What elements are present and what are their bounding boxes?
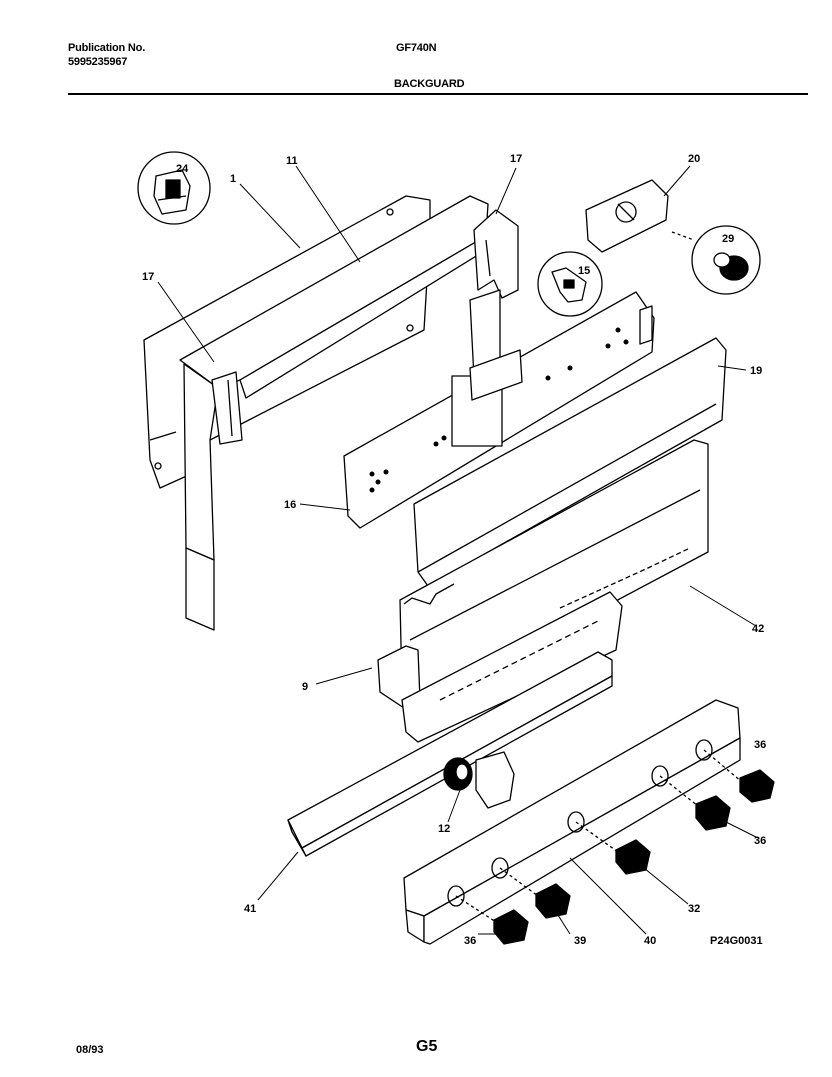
callout-36-bottom: 36: [464, 935, 476, 947]
burner-knobs: [493, 769, 775, 945]
part-9-bracket-plate: [377, 591, 623, 743]
part-15-clip: [537, 251, 603, 317]
callout-15: 15: [578, 265, 590, 277]
callout-19: 19: [750, 365, 762, 377]
callout-12: 12: [438, 823, 450, 835]
callout-17-left: 17: [142, 271, 154, 283]
callout-36-mid: 36: [754, 835, 766, 847]
section-title: BACKGUARD: [394, 78, 465, 90]
callout-11: 11: [286, 155, 298, 167]
publication-number: 5995235967: [68, 56, 128, 68]
callout-29: 29: [722, 233, 734, 245]
part-12-valve: [443, 751, 515, 809]
callout-39: 39: [574, 935, 586, 947]
part-16-control-panel: [343, 291, 655, 529]
callout-17-right: 17: [510, 153, 522, 165]
callout-41: 41: [244, 903, 256, 915]
callout-36-top: 36: [754, 739, 766, 751]
publication-label: Publication No.: [68, 42, 146, 54]
part-17-side-bracket: [469, 209, 519, 379]
callout-24: 24: [176, 163, 189, 175]
callout-42: 42: [752, 623, 764, 635]
callout-20: 20: [688, 153, 700, 165]
part-20-timer: [585, 179, 669, 253]
part-40-knob-panel: [403, 699, 741, 945]
callout-9: 9: [302, 681, 308, 693]
part-19-glass: [413, 337, 727, 587]
callout-1: 1: [230, 173, 236, 185]
part-24-switch: [137, 151, 211, 225]
callout-16: 16: [284, 499, 296, 511]
callout-32: 32: [688, 903, 700, 915]
part-29-knob: [691, 225, 761, 295]
model-number: GF740N: [396, 42, 437, 54]
footer-page-code: G5: [416, 1038, 438, 1055]
figure-code: P24G0031: [710, 935, 763, 947]
callout-40: 40: [644, 935, 656, 947]
footer-date: 08/93: [76, 1044, 104, 1056]
part-11-top-frame: [179, 195, 489, 631]
header-rule: [68, 93, 808, 95]
